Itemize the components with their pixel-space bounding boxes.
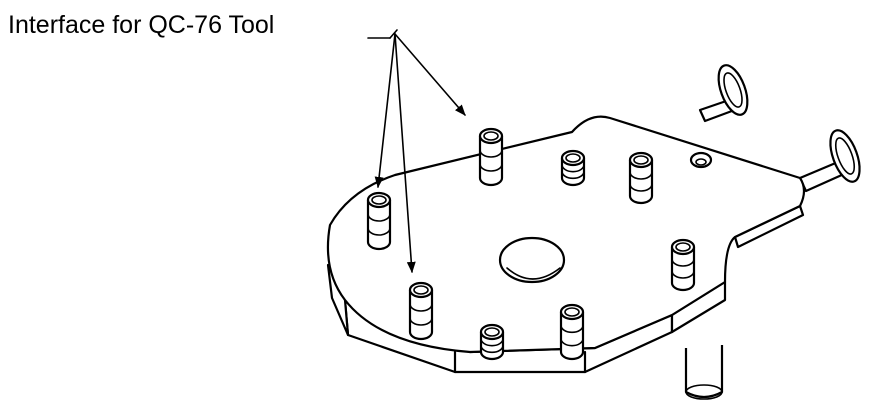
locating-pin	[479, 323, 505, 361]
bottom-pin	[684, 345, 724, 400]
center-hole	[498, 236, 566, 284]
callout-leaders	[367, 29, 466, 274]
plate-top	[326, 115, 806, 354]
locating-pin	[560, 149, 586, 187]
rear-handle-lower	[798, 129, 861, 193]
interface-pin	[366, 191, 392, 251]
interface-pin	[408, 281, 434, 341]
small-hole	[689, 151, 713, 169]
interface-pin	[478, 127, 504, 187]
pins	[366, 127, 696, 361]
locating-pin	[559, 303, 585, 361]
locating-pin	[628, 151, 654, 205]
callout-label: Interface for QC-76 Tool	[8, 11, 275, 39]
rear-handle-upper	[698, 64, 749, 123]
locating-pin	[670, 238, 696, 292]
plate-side	[326, 204, 805, 374]
